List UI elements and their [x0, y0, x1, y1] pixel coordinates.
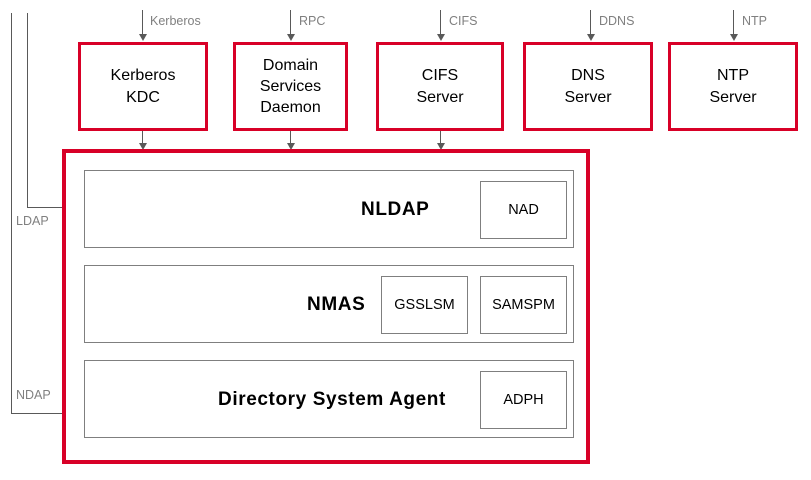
- ldap-bus-vertical-line: [27, 13, 28, 208]
- rpc-inbound-arrowhead-icon: [287, 34, 295, 41]
- dsd-to-edirectory-arrowhead-icon: [287, 143, 295, 150]
- rpc-protocol-label: RPC: [299, 14, 326, 28]
- layer-box-directory-system-agent[interactable]: Directory System Agent ADPH: [84, 360, 574, 438]
- kerberos-inbound-arrowhead-icon: [139, 34, 147, 41]
- layer-title-nmas: NMAS: [307, 294, 366, 315]
- service-box-cifs-server[interactable]: CIFS Server: [376, 42, 504, 131]
- ntp-protocol-label: NTP: [742, 14, 767, 28]
- kerberos-inbound-line: [142, 10, 143, 34]
- ntp-inbound-arrowhead-icon: [730, 34, 738, 41]
- cifs-to-edirectory-arrowhead-icon: [437, 143, 445, 150]
- kerberos-protocol-label: Kerberos: [150, 14, 201, 28]
- module-box-adph-label: ADPH: [503, 392, 544, 408]
- ldap-protocol-label: LDAP: [16, 214, 49, 228]
- cifs-inbound-arrowhead-icon: [437, 34, 445, 41]
- module-box-gsslsm-label: GSSLSM: [394, 297, 455, 313]
- cifs-to-edirectory-line: [440, 131, 441, 143]
- rpc-inbound-line: [290, 10, 291, 34]
- dsd-to-edirectory-line: [290, 131, 291, 143]
- layer-title-nldap: NLDAP: [361, 199, 430, 220]
- service-box-ntp-server-label: NTP Server: [709, 67, 757, 106]
- service-box-ntp-server[interactable]: NTP Server: [668, 42, 798, 131]
- ndap-connector-horizontal: [11, 413, 76, 414]
- module-box-adph[interactable]: ADPH: [480, 371, 567, 429]
- service-box-kerberos-kdc[interactable]: Kerberos KDC: [78, 42, 208, 131]
- ddns-inbound-arrowhead-icon: [587, 34, 595, 41]
- module-box-gsslsm[interactable]: GSSLSM: [381, 276, 468, 334]
- ndap-bus-vertical-line: [11, 13, 12, 414]
- ddns-inbound-line: [590, 10, 591, 34]
- ndap-protocol-label: NDAP: [16, 388, 51, 402]
- cifs-inbound-line: [440, 10, 441, 34]
- service-box-domain-services-daemon[interactable]: Domain Services Daemon: [233, 42, 348, 131]
- ddns-protocol-label: DDNS: [599, 14, 635, 28]
- cifs-protocol-label: CIFS: [449, 14, 478, 28]
- module-box-nad[interactable]: NAD: [480, 181, 567, 239]
- layer-title-directory-system-agent: Directory System Agent: [218, 389, 446, 410]
- service-box-cifs-server-label: CIFS Server: [416, 67, 464, 106]
- kerberos-to-edirectory-line: [142, 131, 143, 143]
- service-box-domain-services-daemon-label: Domain Services Daemon: [259, 56, 322, 117]
- edirectory-container: NLDAP NAD NMAS GSSLSM SAMSPM Directory S…: [62, 149, 590, 464]
- ntp-inbound-line: [733, 10, 734, 34]
- kerberos-to-edirectory-arrowhead-icon: [139, 143, 147, 150]
- ldap-connector-horizontal: [27, 207, 76, 208]
- module-box-nad-label: NAD: [508, 202, 539, 218]
- module-box-samspm-label: SAMSPM: [492, 297, 555, 313]
- layer-box-nldap[interactable]: NLDAP NAD: [84, 170, 574, 248]
- service-box-dns-server[interactable]: DNS Server: [523, 42, 653, 131]
- service-box-dns-server-label: DNS Server: [564, 67, 612, 106]
- service-box-kerberos-kdc-label: Kerberos KDC: [110, 67, 176, 106]
- layer-box-nmas[interactable]: NMAS GSSLSM SAMSPM: [84, 265, 574, 343]
- module-box-samspm[interactable]: SAMSPM: [480, 276, 567, 334]
